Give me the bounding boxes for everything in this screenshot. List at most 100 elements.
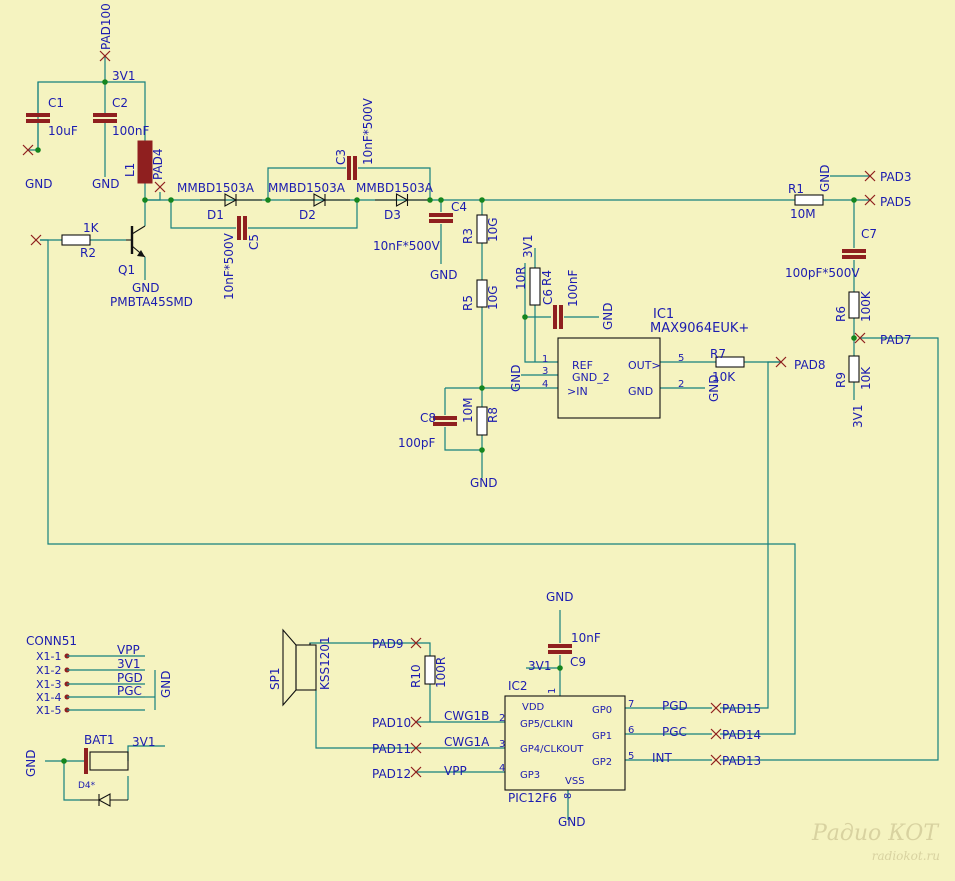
- junction-dot: [354, 197, 360, 203]
- label-gnd-ic1-pin2: GND: [707, 374, 721, 402]
- resistor-R7: [715, 356, 745, 368]
- label-ic2-pin-num-7: 7: [628, 699, 634, 710]
- label-net-3V1-R4: 3V1: [521, 235, 535, 258]
- label-ic2-pin-GP0: GP0: [592, 705, 612, 716]
- label-net-INT: INT: [652, 751, 673, 765]
- label-C9-value: 10nF: [571, 631, 601, 645]
- label-R5-ref: R5: [461, 295, 475, 311]
- label-gnd-C9: GND: [546, 590, 574, 604]
- label-IC2-value: PIC12F6: [508, 791, 557, 805]
- label-ic2-pin-num-8: 8: [563, 793, 574, 799]
- label-PAD12: PAD12: [372, 767, 411, 781]
- label-R1-ref: R1: [788, 182, 804, 196]
- label-C8-value: 100pF: [398, 436, 436, 450]
- pad-cross-PAD4: [154, 181, 166, 193]
- label-C4-value: 10nF*500V: [373, 239, 441, 253]
- pad-cross-PAD12: [410, 766, 422, 778]
- label-ic2-pin-VSS: VSS: [565, 776, 585, 787]
- label-ic1-pin-IN: >IN: [567, 385, 588, 398]
- label-C9-ref: C9: [570, 655, 586, 669]
- label-C4-ref: C4: [451, 200, 467, 214]
- junction-dot: [142, 197, 148, 203]
- capacitor-C7: [842, 249, 866, 259]
- label-C3-ref: C3: [334, 149, 348, 165]
- label-net-3V1-top: 3V1: [112, 69, 135, 83]
- label-conn-X1-4: X1-4: [36, 691, 62, 704]
- label-R3-ref: R3: [461, 228, 475, 244]
- pad-cross-PAD10: [410, 716, 422, 728]
- label-ic2-pin-num-3: 3: [499, 739, 505, 750]
- connector-CONN51: [64, 653, 156, 713]
- diode-D2: [290, 193, 350, 207]
- label-C2-ref: C2: [112, 96, 128, 110]
- label-C7-value: 100pF*500V: [785, 266, 860, 280]
- label-IC1-value: MAX9064EUK+: [650, 321, 749, 336]
- pad-cross-PAD3: [864, 170, 876, 182]
- resistor-R6: [848, 291, 860, 319]
- label-C1-ref: C1: [48, 96, 64, 110]
- label-R3-value: 10G: [486, 217, 500, 242]
- capacitor-C5: [237, 216, 247, 240]
- label-D4-ref: D4*: [78, 781, 96, 791]
- junction-dot: [851, 335, 857, 341]
- label-R10-ref: R10: [409, 664, 423, 688]
- label-R6-value: 100K: [859, 290, 873, 322]
- label-C3-value: 10nF*500V: [361, 97, 375, 165]
- label-Q1-ref: Q1: [118, 263, 135, 277]
- label-conn-net-X1-1: VPP: [117, 643, 140, 657]
- nc-cross-R2: [30, 234, 42, 246]
- label-L1-ref: L1: [123, 163, 137, 177]
- label-C7-ref: C7: [861, 227, 877, 241]
- junction-dots: [35, 79, 857, 764]
- label-R2-value: 1K: [83, 221, 100, 235]
- label-ic2-pin-num-6: 6: [628, 725, 634, 736]
- label-R4-value: 10R: [514, 266, 528, 290]
- pad-cross-PAD100: [99, 50, 111, 62]
- label-R8-ref: R8: [486, 407, 500, 423]
- label-C5-ref: C5: [247, 234, 261, 250]
- label-L1-value: PAD4: [151, 148, 165, 180]
- label-gnd-ic1-pin3: GND: [509, 364, 523, 392]
- label-R9-value: 10K: [859, 366, 873, 390]
- junction-dot: [427, 197, 433, 203]
- label-gnd-R8: GND: [470, 476, 498, 490]
- label-net-PGC: PGC: [662, 725, 687, 739]
- diode-D3: [375, 193, 430, 207]
- label-conn-X1-5: X1-5: [36, 704, 62, 717]
- label-R5-value: 10G: [486, 285, 500, 310]
- label-ic2-pin-GP5-CLKIN: GP5/CLKIN: [520, 719, 573, 730]
- junction-dot: [102, 79, 108, 85]
- label-PAD13: PAD13: [722, 754, 761, 768]
- resistor-R8: [476, 406, 488, 436]
- label-ic1-pin-num-2: 2: [678, 379, 684, 390]
- label-ic2-pin-GP1: GP1: [592, 731, 612, 742]
- pad-cross-PAD9: [410, 637, 422, 649]
- label-conn-net-X1-4: PGC: [117, 684, 142, 698]
- label-C5-value: 10nF*500V: [222, 232, 236, 300]
- label-net-VPP: VPP: [444, 764, 467, 778]
- label-gnd-C4: GND: [430, 268, 458, 282]
- label-gnd-Q1: GND: [132, 281, 160, 295]
- pad-cross-PAD8: [775, 356, 787, 368]
- capacitor-C2: [93, 113, 117, 123]
- watermark-brand: Радио КОТ: [811, 821, 940, 846]
- label-net-3V1-bat: 3V1: [132, 735, 155, 749]
- watermark-url: radiokot.ru: [872, 849, 940, 863]
- label-PAD9: PAD9: [372, 637, 404, 651]
- bus-wires: [40, 239, 939, 761]
- label-Q1-value: PMBTA45SMD: [110, 295, 193, 309]
- label-PAD11: PAD11: [372, 742, 411, 756]
- pad-cross-PAD13: [710, 754, 722, 766]
- label-PAD10: PAD10: [372, 716, 411, 730]
- label-D3-value: MMBD1503A: [356, 181, 434, 195]
- label-SP1-ref: SP1: [268, 668, 282, 691]
- junction-dot: [438, 197, 444, 203]
- label-PAD3: PAD3: [880, 170, 912, 184]
- capacitor-C8: [433, 416, 457, 426]
- label-CONN51-ref: CONN51: [26, 634, 77, 648]
- label-ic1-pin-GND: GND: [628, 385, 653, 398]
- label-gnd-ic2: GND: [558, 815, 586, 829]
- label-ic1-pin-OUT: OUT>: [628, 359, 661, 372]
- diode-D4: [80, 793, 128, 807]
- label-net-3V1-R9: 3V1: [851, 405, 865, 428]
